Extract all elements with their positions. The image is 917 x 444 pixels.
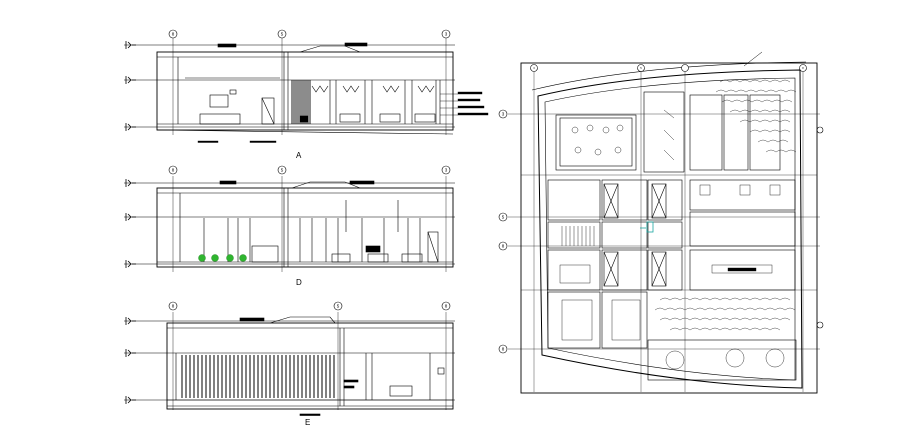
level-markers-d [124,179,455,268]
grid-label: 3 [502,112,505,117]
section-e-stripes [181,355,335,398]
grid-label: 5 [281,168,284,173]
level-markers-a [124,41,455,131]
section-label-e: E [305,418,310,427]
section-a-chandeliers [299,80,441,124]
grid-label: 3 [445,32,448,37]
grid-label: 8 [502,347,505,352]
grid-label: 5 [281,32,284,37]
section-d-furniture [331,253,423,263]
grid-label: 8 [802,66,804,70]
section-label-a: A [296,151,302,160]
section-a-annotations [197,91,489,143]
grid-label: 5 [337,304,340,309]
floor-plan [508,51,824,394]
plan-landscape-top [715,79,797,153]
section-e-elevation [124,312,455,416]
section-a-elevation [124,38,489,143]
grid-label: 8 [172,304,175,309]
plan-elevators [603,183,667,287]
grid-label: 5 [502,215,505,220]
grid-lines-e [172,312,447,410]
grid-lines-a [172,38,447,135]
section-e-grid-bubbles: 8 5 8 [168,301,451,311]
grid-label: 8 [172,32,175,37]
plan-furniture [559,109,785,370]
plan-landscape-bottom [654,297,796,331]
plan-stairs [561,226,595,246]
grid-label: 8 [172,168,175,173]
section-d-plants [198,254,247,262]
section-d-elevation [124,176,455,272]
plan-grid-lines [508,66,820,392]
section-a-grid-bubbles: 8 5 3 [168,29,451,39]
plan-grid-bubbles-side: 3 5 8 8 [498,109,508,354]
grid-label: 8 [502,244,505,249]
plan-grid-bubbles-top: 3 5 8 [530,64,807,72]
grid-label: 8 [445,304,448,309]
grid-lines-d [172,176,447,272]
section-label-d: D [296,278,302,287]
grid-label: 5 [640,66,642,70]
grid-label: 3 [445,168,448,173]
section-d-grid-bubbles: 8 5 3 [168,165,451,175]
grid-label: 3 [533,66,535,70]
